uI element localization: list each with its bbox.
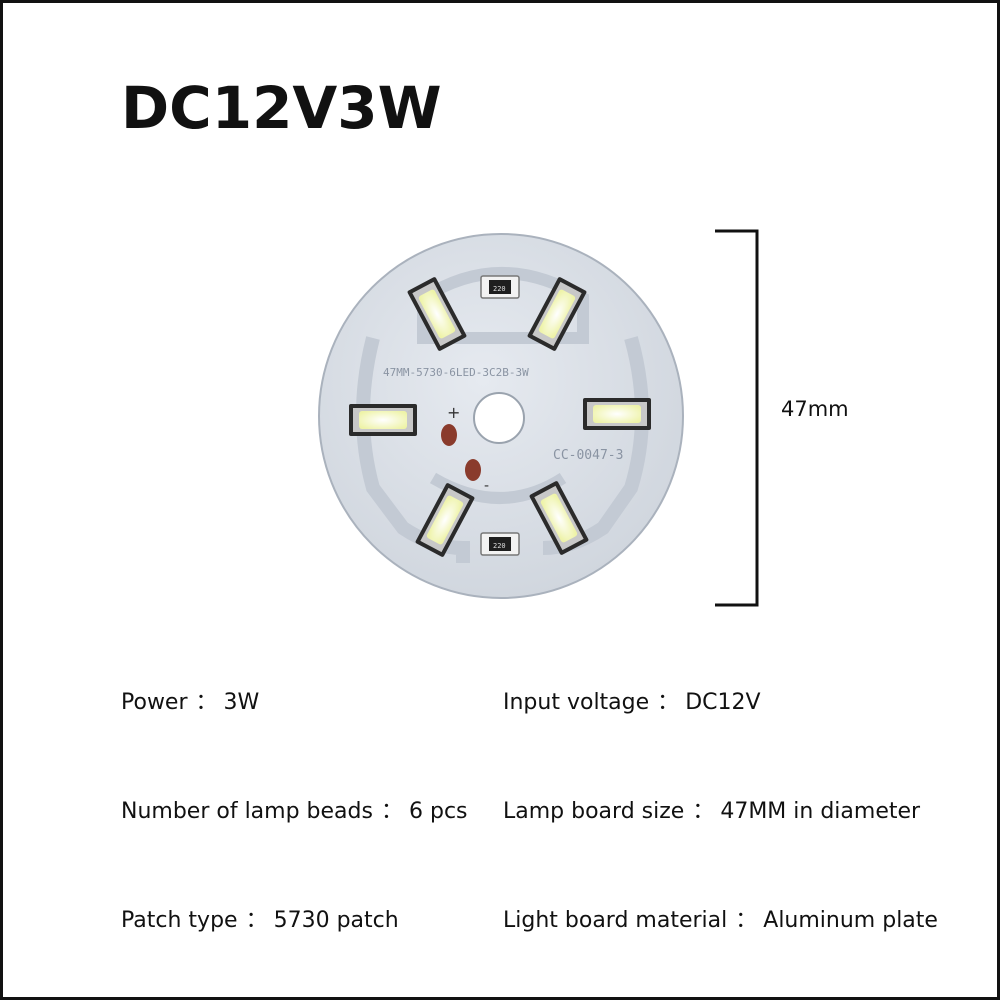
led-bead xyxy=(583,398,651,430)
spec-label: Patch type xyxy=(121,908,238,933)
resistor-top-label: 220 xyxy=(493,285,506,293)
spec-input-voltage: Input voltage ：DC12V xyxy=(503,692,761,714)
spec-separator: ： xyxy=(692,799,715,824)
led-bead xyxy=(407,277,467,351)
spec-separator: ： xyxy=(195,690,218,715)
product-title: DC12V3W xyxy=(121,74,442,142)
board-code-text: CC-0047-3 xyxy=(553,448,623,463)
led-bead xyxy=(527,277,587,351)
board-model-text: 47MM-5730-6LED-3C2B-3W xyxy=(383,366,529,379)
spec-power: Power ：3W xyxy=(121,692,259,714)
led-bead xyxy=(529,481,589,555)
spec-label: Number of lamp beads xyxy=(121,799,373,824)
spec-value: 5730 patch xyxy=(273,908,399,933)
spec-value: 3W xyxy=(223,690,260,715)
spec-label: Lamp board size xyxy=(503,799,685,824)
spec-patch-type: Patch type ：5730 patch xyxy=(121,910,399,932)
led-bead xyxy=(415,483,475,557)
resistor-bottom: 220 xyxy=(480,532,520,556)
spec-value: Aluminum plate xyxy=(763,908,938,933)
positive-pad xyxy=(441,424,457,446)
negative-pad xyxy=(465,459,481,481)
spec-value: 47MM in diameter xyxy=(720,799,921,824)
spec-board-material: Light board material ：Aluminum plate xyxy=(503,910,938,932)
spec-board-size: Lamp board size ：47MM in diameter xyxy=(503,801,920,823)
minus-mark: - xyxy=(484,478,489,494)
spec-label: Input voltage xyxy=(503,690,650,715)
spec-separator: ： xyxy=(245,908,268,933)
spec-lamp-beads: Number of lamp beads ：6 pcs xyxy=(121,801,468,823)
led-bead xyxy=(349,404,417,436)
led-board-image: 47MM-5730-6LED-3C2B-3W CC-0047-3 + - 220… xyxy=(313,228,693,608)
led-board-drawing: 47MM-5730-6LED-3C2B-3W CC-0047-3 + - 220… xyxy=(318,233,684,599)
resistor-bottom-label: 220 xyxy=(493,542,506,550)
spec-separator: ： xyxy=(657,690,680,715)
spec-separator: ： xyxy=(380,799,403,824)
spec-label: Power xyxy=(121,690,188,715)
dimension-label: 47mm xyxy=(781,397,849,421)
plus-mark: + xyxy=(447,403,460,422)
spec-separator: ： xyxy=(735,908,758,933)
center-hole xyxy=(473,392,525,444)
dimension-bracket xyxy=(713,229,761,607)
spec-label: Light board material xyxy=(503,908,728,933)
spec-value: 6 pcs xyxy=(408,799,468,824)
spec-value: DC12V xyxy=(685,690,761,715)
resistor-top: 220 xyxy=(480,275,520,299)
